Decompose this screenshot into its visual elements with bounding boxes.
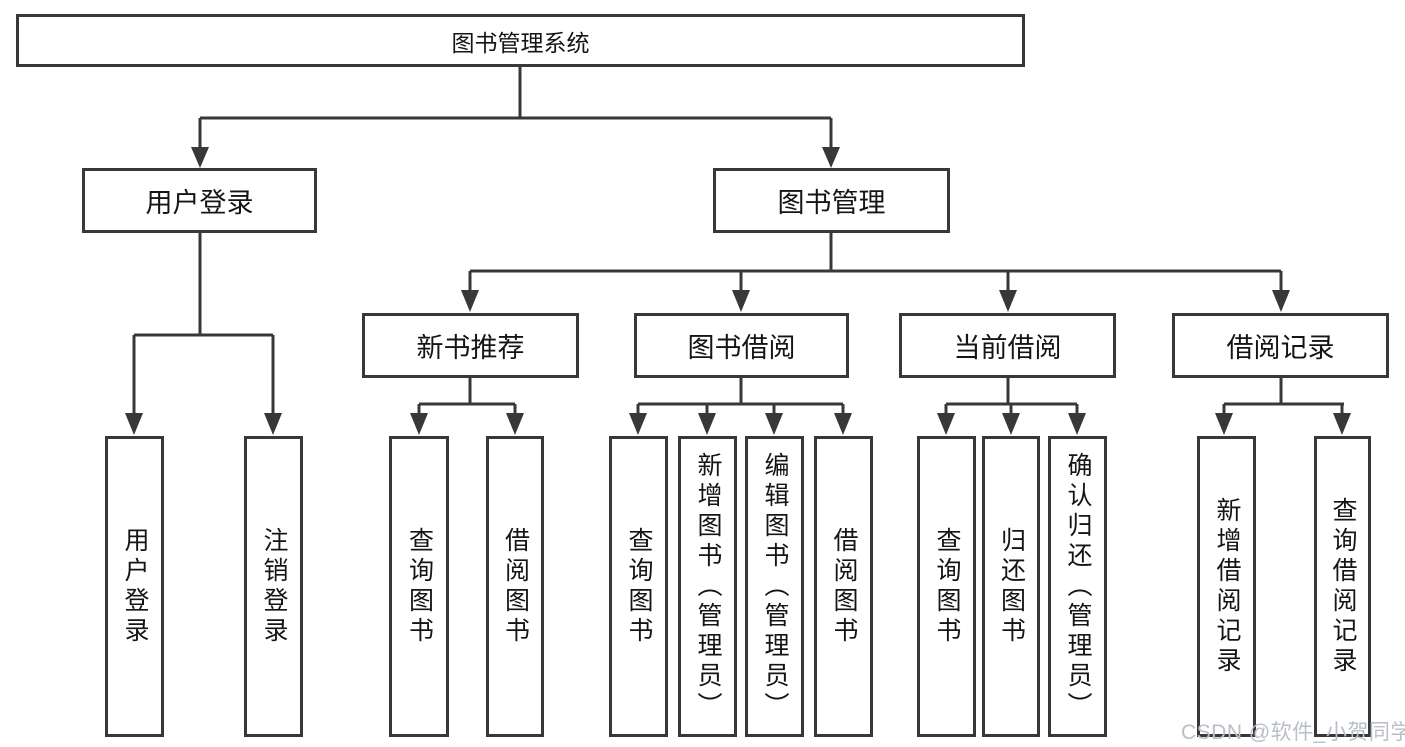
leaf-return-book: 归还图书 <box>982 436 1040 737</box>
node-book-management: 图书管理 <box>713 168 950 233</box>
leaf-query-borrow-record: 查询借阅记录 <box>1314 436 1371 737</box>
leaf-query-books-borrow: 查询图书 <box>609 436 668 737</box>
node-new-book-recommend: 新书推荐 <box>362 313 579 378</box>
arrowhead-icon <box>732 290 750 312</box>
arrowhead-icon <box>629 413 647 435</box>
watermark-text: CSDN @软件_小贺同学 <box>1181 721 1405 744</box>
node-borrow-records: 借阅记录 <box>1172 313 1389 378</box>
leaf-query-books-current: 查询图书 <box>917 436 976 737</box>
arrowhead-down-icons <box>125 147 1351 435</box>
arrowhead-icon <box>461 290 479 312</box>
leaf-edit-book-admin: 编辑图书（管理员） <box>745 436 804 737</box>
arrowhead-icon <box>410 413 428 435</box>
leaf-confirm-return-admin: 确认归还（管理员） <box>1048 436 1107 737</box>
arrowhead-icon <box>1215 413 1233 435</box>
leaf-borrow-books: 借阅图书 <box>814 436 873 737</box>
connector-paths <box>132 66 1344 420</box>
arrowhead-icon <box>125 413 143 435</box>
arrowhead-icon <box>937 413 955 435</box>
arrowhead-icon <box>506 413 524 435</box>
arrowhead-icon <box>999 290 1017 312</box>
arrowhead-icon <box>1002 413 1020 435</box>
leaf-borrow-books-recommend: 借阅图书 <box>486 436 544 737</box>
arrowhead-icon <box>822 147 840 168</box>
arrowhead-icon <box>834 413 852 435</box>
arrowhead-icon <box>1068 413 1086 435</box>
arrowhead-icon <box>1272 290 1290 312</box>
arrowhead-icon <box>765 413 783 435</box>
node-root-system: 图书管理系统 <box>16 14 1025 67</box>
node-book-borrow: 图书借阅 <box>634 313 849 378</box>
node-current-borrow: 当前借阅 <box>899 313 1116 378</box>
leaf-add-borrow-record: 新增借阅记录 <box>1197 436 1256 737</box>
leaf-logout: 注销登录 <box>244 436 303 737</box>
arrowhead-icon <box>1333 413 1351 435</box>
leaf-add-book-admin: 新增图书（管理员） <box>678 436 737 737</box>
arrowhead-icon <box>264 413 282 435</box>
leaf-query-books-recommend: 查询图书 <box>389 436 449 737</box>
arrowhead-icon <box>191 147 209 168</box>
leaf-user-login: 用户登录 <box>105 436 164 737</box>
node-user-login: 用户登录 <box>82 168 317 233</box>
arrowhead-icon <box>698 413 716 435</box>
